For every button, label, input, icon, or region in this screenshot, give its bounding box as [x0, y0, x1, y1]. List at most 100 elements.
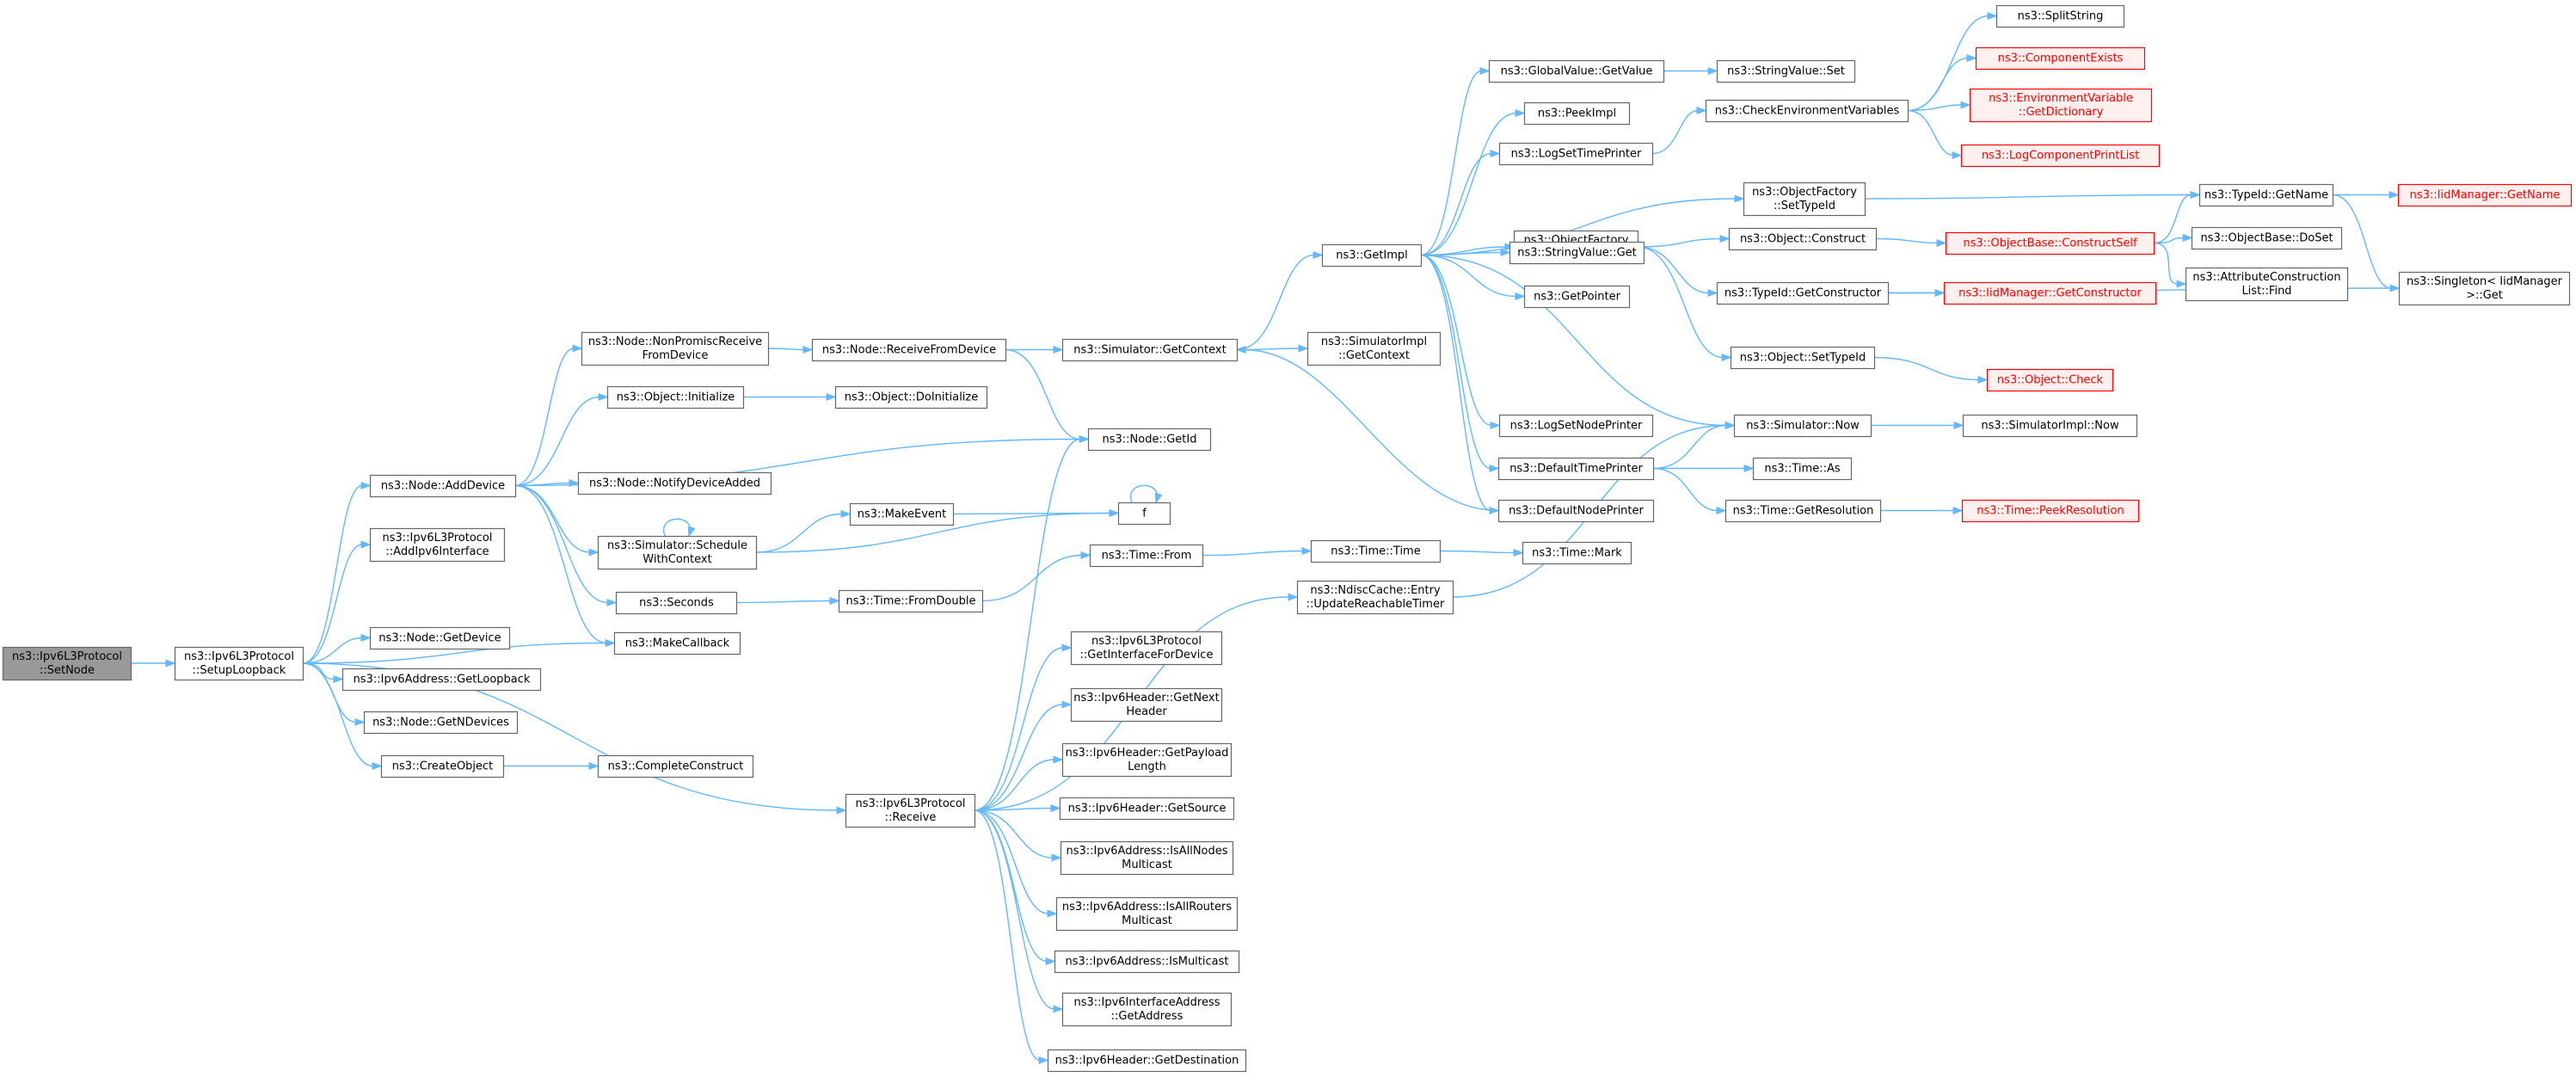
node-globalgetvalue[interactable]: ns3::GlobalValue::GetValue: [1488, 59, 1665, 83]
node-defaultnodeprinter[interactable]: ns3::DefaultNodePrinter: [1497, 499, 1655, 523]
node-envgetdictionary[interactable]: ns3::EnvironmentVariable::GetDictionary: [1969, 88, 2153, 123]
edge-arrow: [1952, 506, 1964, 515]
edge-arrow: [1313, 250, 1324, 260]
edge-line: [514, 484, 609, 604]
node-getndevices[interactable]: ns3::Node::GetNDevices: [363, 711, 519, 735]
node-stringvalueset[interactable]: ns3::StringValue::Set: [1716, 59, 1856, 83]
node-objsettypeid[interactable]: ns3::Object::SetTypeId: [1730, 346, 1876, 370]
edge-line: [1420, 254, 1727, 427]
node-timetime[interactable]: ns3::Time::Time: [1310, 539, 1442, 563]
edge-line: [974, 807, 1053, 811]
node-makeevent[interactable]: ns3::MakeEvent: [849, 502, 955, 526]
node-box: [2398, 271, 2571, 306]
edge-line: [302, 637, 363, 664]
node-iidgetconstructor[interactable]: ns3::IidManager::GetConstructor: [1943, 281, 2157, 305]
node-objbasedoset[interactable]: ns3::ObjectBase::DoSet: [2191, 226, 2343, 250]
node-setnode[interactable]: ns3::Ipv6L3Protocol::SetNode: [2, 646, 132, 681]
node-timeas[interactable]: ns3::Time::As: [1752, 457, 1853, 481]
node-label: ns3::LogSetNodePrinter: [1510, 420, 1643, 433]
node-addipv6interface[interactable]: ns3::Ipv6L3Protocol::AddIpv6Interface: [369, 527, 506, 563]
node-nodegetid[interactable]: ns3::Node::GetId: [1087, 428, 1212, 452]
edge-line: [1420, 254, 1492, 427]
node-receivefromdevice[interactable]: ns3::Node::ReceiveFromDevice: [811, 338, 1007, 362]
node-label: ::UpdateReachableTimer: [1306, 598, 1445, 611]
node-completeconstruct[interactable]: ns3::CompleteConstruct: [597, 754, 754, 779]
node-splitstring[interactable]: ns3::SplitString: [1995, 4, 2125, 28]
node-logcomponentprintlist[interactable]: ns3::LogComponentPrintList: [1960, 144, 2161, 168]
edge-arrow: [1038, 1055, 1049, 1065]
node-getdevice[interactable]: ns3::Node::GetDevice: [369, 626, 511, 650]
node-createobject[interactable]: ns3::CreateObject: [380, 754, 505, 779]
edge-receive-to-isallroutersmulticast: [974, 809, 1058, 918]
node-label: ns3::Ipv6Address::IsAllRouters: [1062, 901, 1232, 914]
node-ifacegetaddress[interactable]: ns3::Ipv6InterfaceAddress::GetAddress: [1061, 992, 1233, 1027]
node-timefrom[interactable]: ns3::Time::From: [1089, 544, 1204, 568]
node-box: [2, 646, 132, 681]
edge-arrow: [1080, 551, 1091, 560]
node-label: ns3::ObjectFactory: [1752, 186, 1857, 199]
node-f[interactable]: f: [1117, 502, 1171, 526]
edge-timefrom-to-timetime: [1202, 546, 1313, 557]
edge-simgetcontext-to-getimpl: [1236, 250, 1324, 351]
node-simnow[interactable]: ns3::Simulator::Now: [1733, 414, 1872, 438]
node-updatereachable[interactable]: ns3::NdiscCache::Entry::UpdateReachableT…: [1296, 580, 1454, 615]
edge-line: [1005, 348, 1081, 440]
node-defaulttimeprinter[interactable]: ns3::DefaultTimePrinter: [1497, 457, 1655, 481]
edge-line: [1637, 237, 1722, 248]
node-label: ::AddIpv6Interface: [385, 545, 489, 558]
node-seconds[interactable]: ns3::Seconds: [615, 591, 738, 615]
node-typeidgetconstructor[interactable]: ns3::TypeId::GetConstructor: [1716, 281, 1890, 305]
node-simimplnow[interactable]: ns3::SimulatorImpl::Now: [1962, 414, 2138, 438]
edge-arrow: [1109, 508, 1120, 518]
node-timegetresolution[interactable]: ns3::Time::GetResolution: [1725, 499, 1882, 523]
node-logsettimeprinter[interactable]: ns3::LogSetTimePrinter: [1498, 142, 1654, 166]
node-objcheck[interactable]: ns3::Object::Check: [1986, 368, 2114, 392]
node-setuploopback[interactable]: ns3::Ipv6L3Protocol::SetupLoopback: [174, 646, 304, 681]
node-peekimpl[interactable]: ns3::PeekImpl: [1523, 102, 1631, 126]
node-simimplgetcontext[interactable]: ns3::SimulatorImpl::GetContext: [1306, 331, 1442, 366]
node-getsource[interactable]: ns3::Ipv6Header::GetSource: [1059, 797, 1235, 821]
node-getdestination[interactable]: ns3::Ipv6Header::GetDestination: [1047, 1049, 1247, 1073]
edge-nonpromisc-to-receivefromdevice: [767, 345, 814, 354]
node-stringvalueget[interactable]: ns3::StringValue::Get: [1509, 241, 1645, 265]
node-peekresolution[interactable]: ns3::Time::PeekResolution: [1961, 499, 2140, 523]
node-checkenv[interactable]: ns3::CheckEnvironmentVariables: [1705, 99, 1909, 123]
node-getloopback[interactable]: ns3::Ipv6Address::GetLoopback: [341, 668, 542, 692]
node-fromdouble[interactable]: ns3::Time::FromDouble: [838, 589, 984, 613]
node-makecallback[interactable]: ns3::MakeCallback: [613, 631, 741, 655]
node-simgetcontext[interactable]: ns3::Simulator::GetContext: [1061, 338, 1239, 362]
node-objbaseconstructself[interactable]: ns3::ObjectBase::ConstructSelf: [1945, 231, 2155, 255]
node-getpointer[interactable]: ns3::GetPointer: [1523, 285, 1631, 309]
node-objinitialize[interactable]: ns3::Object::Initialize: [606, 385, 745, 409]
node-doinitialize[interactable]: ns3::Object::DoInitialize: [834, 385, 988, 409]
node-singletonget[interactable]: ns3::Singleton< IidManager >::Get: [2398, 271, 2571, 306]
node-label: ns3::Ipv6L3Protocol: [184, 650, 294, 663]
node-iidgetname[interactable]: ns3::IidManager::GetName: [2397, 183, 2573, 207]
node-objfactorysettypeid[interactable]: ns3::ObjectFactory::SetTypeId: [1743, 182, 1866, 217]
node-receive[interactable]: ns3::Ipv6L3Protocol::Receive: [845, 793, 976, 828]
node-typeidgetname[interactable]: ns3::TypeId::GetName: [2198, 183, 2334, 207]
node-getimpl[interactable]: ns3::GetImpl: [1321, 243, 1423, 268]
node-ismulticast[interactable]: ns3::Ipv6Address::IsMulticast: [1054, 950, 1240, 974]
node-box: [1986, 368, 2114, 392]
node-getinterfacefordevice[interactable]: ns3::Ipv6L3Protocol::GetInterfaceForDevi…: [1070, 631, 1223, 666]
edge-objfactorycreate-to-objconstruct: [1637, 234, 1731, 248]
node-adddevice[interactable]: ns3::Node::AddDevice: [369, 474, 517, 498]
node-label: ns3::Ipv6Address::IsAllNodes: [1066, 845, 1227, 858]
node-notifydeviceadded[interactable]: ns3::Node::NotifyDeviceAdded: [577, 471, 772, 495]
node-label: ns3::Simulator::GetContext: [1073, 344, 1226, 357]
node-logsetnodeprinter[interactable]: ns3::LogSetNodePrinter: [1498, 414, 1654, 438]
node-componentexists[interactable]: ns3::ComponentExists: [1975, 46, 2146, 71]
node-box: [1522, 541, 1632, 565]
node-label: ns3::GetImpl: [1336, 249, 1408, 262]
node-objconstruct[interactable]: ns3::Object::Construct: [1728, 227, 1878, 251]
node-timemark[interactable]: ns3::Time::Mark: [1522, 541, 1632, 565]
node-box: [1705, 99, 1909, 123]
